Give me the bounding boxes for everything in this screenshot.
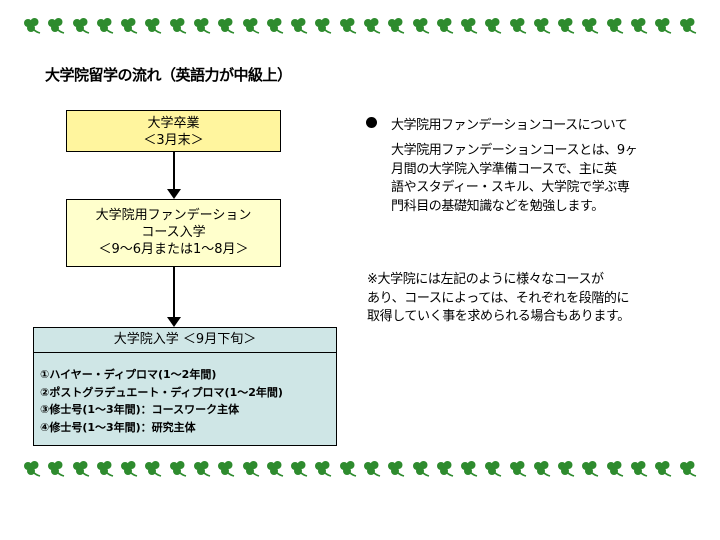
clover-icon	[46, 460, 66, 478]
note-line: 月間の大学院入学準備コースで、主に英	[391, 161, 617, 177]
note-line: 語やスタディー・スキル、大学院で学ぶ専	[391, 180, 630, 195]
clover-icon	[168, 17, 188, 35]
clover-icon	[605, 17, 625, 35]
clover-icon	[313, 17, 333, 35]
clover-icon	[508, 460, 528, 478]
clover-icon	[216, 460, 236, 478]
clover-icon	[289, 460, 309, 478]
clover-icon	[653, 460, 673, 478]
remark-line: 取得していく事を求められる場合もあります。	[367, 309, 630, 324]
clover-icon	[22, 460, 42, 478]
clover-icon	[362, 460, 382, 478]
step-graduation-box: 大学卒業 ＜3月末＞	[66, 110, 281, 152]
clover-icon	[483, 17, 503, 35]
clover-icon	[508, 17, 528, 35]
remark-line: ※大学院には左記のように様々なコースが	[367, 272, 604, 287]
clover-icon	[22, 17, 42, 35]
course-item: ③修士号(1～3年間)：コースワーク主体	[40, 403, 240, 416]
top-clover-border	[22, 16, 698, 36]
clover-icon	[653, 17, 673, 35]
clover-icon	[580, 17, 600, 35]
clover-icon	[241, 460, 261, 478]
clover-icon	[313, 460, 333, 478]
foundation-note-heading: 大学院用ファンデーションコースについて	[391, 118, 628, 133]
clover-icon	[216, 17, 236, 35]
down-arrow-icon	[167, 152, 181, 199]
clover-icon	[143, 17, 163, 35]
clover-icon	[605, 460, 625, 478]
clover-icon	[71, 460, 91, 478]
filled-circle-icon	[366, 117, 377, 128]
clover-icon	[678, 460, 698, 478]
step-graduation-date: ＜3月末＞	[143, 133, 204, 148]
clover-icon	[95, 17, 115, 35]
course-item: ①ハイヤー・ディプロマ(1～2年間)	[40, 368, 217, 381]
remark-line: あり、コースによっては、それぞれを段階的に	[367, 290, 630, 306]
clover-icon	[168, 460, 188, 478]
clover-icon	[119, 460, 139, 478]
clover-icon	[411, 17, 431, 35]
note-line: 大学院用ファンデーションコースとは、9ヶ	[391, 143, 638, 158]
clover-icon	[289, 17, 309, 35]
step-foundation-box: 大学院用ファンデーション コース入学 ＜9～6月または1～8月＞	[66, 199, 281, 267]
clover-icon	[71, 17, 91, 35]
clover-icon	[532, 460, 552, 478]
clover-icon	[629, 17, 649, 35]
page-title: 大学院留学の流れ（英語力が中級上）	[45, 66, 292, 84]
clover-icon	[338, 460, 358, 478]
course-remark: ※大学院には左記のように様々なコースが あり、コースによっては、それぞれを段階的…	[367, 271, 630, 327]
clover-icon	[119, 17, 139, 35]
step-graduate-school-box: 大学院入学 ＜9月下旬＞ ①ハイヤー・ディプロマ(1～2年間) ②ポストグラデュ…	[33, 327, 337, 446]
foundation-note-body: 大学院用ファンデーションコースとは、9ヶ 月間の大学院入学準備コースで、主に英 …	[391, 142, 638, 216]
clover-icon	[435, 460, 455, 478]
bottom-clover-border	[22, 459, 698, 479]
clover-icon	[556, 460, 576, 478]
clover-icon	[265, 460, 285, 478]
course-list: ①ハイヤー・ディプロマ(1～2年間) ②ポストグラデュエート・ディプロマ(1～2…	[34, 353, 336, 436]
clover-icon	[483, 460, 503, 478]
clover-icon	[459, 17, 479, 35]
clover-icon	[556, 17, 576, 35]
step-graduate-school-heading: 大学院入学 ＜9月下旬＞	[34, 328, 336, 353]
clover-icon	[629, 460, 649, 478]
course-item: ④修士号(1～3年間)：研究主体	[40, 420, 196, 434]
clover-icon	[386, 460, 406, 478]
clover-icon	[338, 17, 358, 35]
clover-icon	[192, 17, 212, 35]
clover-icon	[192, 460, 212, 478]
clover-icon	[678, 17, 698, 35]
clover-icon	[241, 17, 261, 35]
clover-icon	[411, 460, 431, 478]
clover-icon	[265, 17, 285, 35]
step-foundation-line1: 大学院用ファンデーション	[95, 208, 252, 223]
clover-icon	[386, 17, 406, 35]
clover-icon	[435, 17, 455, 35]
note-line: 門科目の基礎知識などを勉強します。	[391, 198, 604, 214]
clover-icon	[95, 460, 115, 478]
clover-icon	[459, 460, 479, 478]
step-graduation-label: 大学卒業	[147, 116, 200, 131]
clover-icon	[143, 460, 163, 478]
clover-icon	[46, 17, 66, 35]
down-arrow-icon	[167, 267, 181, 327]
clover-icon	[532, 17, 552, 35]
step-foundation-line2: コース入学	[141, 225, 206, 240]
clover-icon	[362, 17, 382, 35]
course-item: ②ポストグラデュエート・ディプロマ(1～2年間)	[40, 385, 283, 399]
step-foundation-period: ＜9～6月または1～8月＞	[98, 242, 249, 257]
clover-icon	[580, 460, 600, 478]
